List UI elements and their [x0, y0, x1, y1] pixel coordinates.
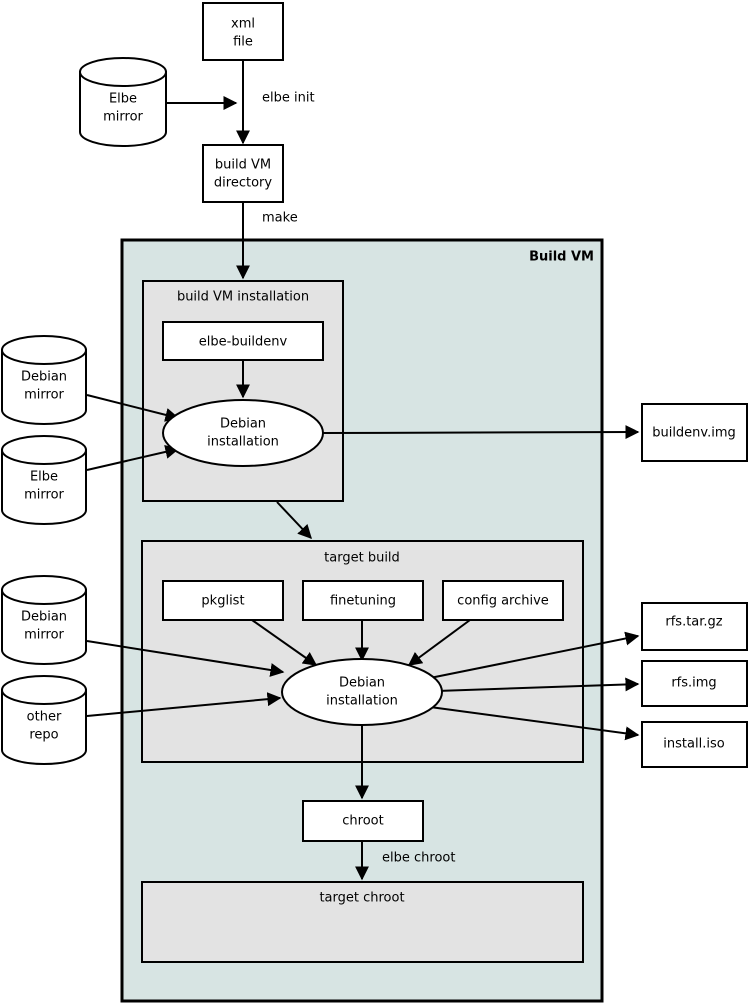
node-debian-installation-buildvm[interactable]: Debian installation	[162, 399, 324, 467]
node-elbe-buildenv[interactable]: elbe-buildenv	[162, 321, 324, 361]
node-debian-installation-buildvm-label-line2: installation	[207, 435, 279, 450]
node-finetuning-label: finetuning	[330, 594, 396, 609]
node-build-vm-directory-label-line2: directory	[214, 176, 272, 191]
edge-elbe-mirror-to-debian-installation-vm	[86, 445, 180, 471]
edge-debian-installation-vm-to-buildenv-img	[322, 425, 640, 440]
edge-debian-installation-target-to-rfs-img	[436, 677, 640, 692]
node-rfs-img[interactable]: rfs.img	[641, 660, 748, 707]
node-debian-installation-buildvm-label-line1: Debian	[220, 417, 266, 432]
node-debian-installation-target-label-line2: installation	[326, 694, 398, 709]
node-config-archive[interactable]: config archive	[442, 580, 564, 621]
target-build-title: target build	[324, 551, 400, 566]
edge-debian-installation-vm-to-target-build	[276, 501, 312, 540]
edge-label-elbe-init: elbe init	[262, 91, 315, 106]
node-elbe-mirror-middle[interactable]: Elbe mirror	[1, 435, 87, 525]
node-buildenv-img[interactable]: buildenv.img	[641, 403, 748, 462]
node-elbe-mirror-top-label-line2: mirror	[103, 110, 143, 125]
node-xml-file-label-line1: xml	[231, 17, 255, 32]
edge-debian-mirror-low-to-debian-installation-target	[86, 640, 285, 677]
node-elbe-mirror-top-label-line1: Elbe	[109, 92, 137, 107]
node-debian-mirror-lower-label-line1: Debian	[21, 610, 67, 625]
edge-label-make: make	[262, 211, 298, 226]
node-finetuning[interactable]: finetuning	[302, 580, 424, 621]
edge-pkglist-to-debian-installation-target	[251, 619, 318, 666]
edge-debian-mirror-to-debian-installation-vm	[86, 394, 180, 422]
node-install-iso-label: install.iso	[663, 737, 724, 752]
node-build-vm-directory-label-line1: build VM	[215, 158, 271, 173]
node-debian-mirror-lower-label-line2: mirror	[24, 628, 64, 643]
node-elbe-mirror-top[interactable]: Elbe mirror	[79, 57, 167, 147]
node-pkglist[interactable]: pkglist	[162, 580, 284, 621]
node-rfs-targz[interactable]: rfs.tar.gz	[641, 602, 748, 651]
target-chroot-group: target chroot	[141, 881, 584, 963]
node-chroot-label: chroot	[342, 814, 383, 829]
node-elbe-mirror-middle-label-line2: mirror	[24, 488, 64, 503]
node-chroot[interactable]: chroot	[302, 800, 424, 842]
edge-other-repo-to-debian-installation-target	[86, 692, 282, 717]
edge-debian-installation-target-to-install-iso	[429, 706, 640, 741]
node-other-repo-label-line1: other	[27, 710, 62, 725]
node-xml-file-label-line2: file	[233, 35, 253, 50]
node-other-repo[interactable]: other repo	[1, 675, 87, 765]
edge-label-elbe-chroot: elbe chroot	[382, 851, 455, 866]
node-debian-mirror-middle-label-line2: mirror	[24, 388, 64, 403]
node-rfs-img-label: rfs.img	[671, 676, 716, 691]
node-config-archive-label: config archive	[457, 594, 549, 609]
node-elbe-mirror-middle-label-line1: Elbe	[30, 470, 58, 485]
target-chroot-title: target chroot	[319, 891, 404, 906]
node-debian-installation-target[interactable]: Debian installation	[281, 658, 443, 726]
node-pkglist-label: pkglist	[201, 594, 244, 609]
edge-debian-installation-target-to-rfs-targz	[429, 631, 640, 679]
node-buildenv-img-label: buildenv.img	[652, 426, 736, 441]
node-rfs-targz-label: rfs.tar.gz	[665, 615, 722, 630]
node-elbe-buildenv-label: elbe-buildenv	[199, 335, 288, 350]
node-debian-mirror-middle[interactable]: Debian mirror	[1, 335, 87, 425]
build-vm-installation-title: build VM installation	[177, 290, 309, 305]
node-debian-mirror-lower[interactable]: Debian mirror	[1, 575, 87, 665]
node-install-iso[interactable]: install.iso	[641, 721, 748, 768]
node-debian-installation-target-label-line1: Debian	[339, 676, 385, 691]
node-xml-file[interactable]: xml file	[202, 2, 284, 61]
node-build-vm-directory[interactable]: build VM directory	[202, 144, 284, 203]
node-debian-mirror-middle-label-line1: Debian	[21, 370, 67, 385]
edge-config-archive-to-debian-installation-target	[407, 619, 471, 666]
node-other-repo-label-line2: repo	[29, 728, 58, 743]
build-vm-title: Build VM	[529, 250, 594, 265]
